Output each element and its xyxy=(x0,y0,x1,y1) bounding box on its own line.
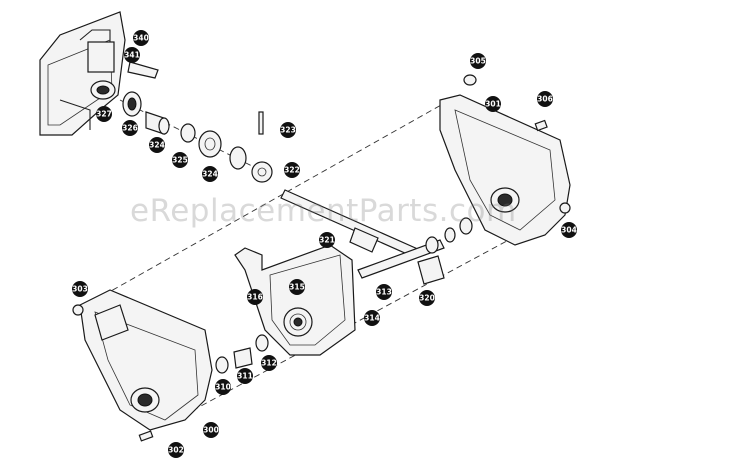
callout-315: 315 xyxy=(289,279,305,295)
callout-301: 301 xyxy=(485,96,501,112)
svg-text:315: 315 xyxy=(289,283,305,292)
callout-321: 321 xyxy=(319,232,335,248)
center-gear-plate xyxy=(234,244,356,356)
callout-300: 300 xyxy=(203,422,219,438)
svg-text:326: 326 xyxy=(122,124,138,133)
callout-325: 325 xyxy=(172,152,188,168)
callout-303: 303 xyxy=(72,281,88,297)
callout-322: 322 xyxy=(284,162,300,178)
callout-306: 306 xyxy=(537,91,553,107)
callout-324-b: 324 xyxy=(202,166,218,182)
lower-bearing-stack xyxy=(215,334,269,374)
svg-text:341: 341 xyxy=(124,51,140,60)
svg-text:311: 311 xyxy=(237,372,253,381)
svg-text:302: 302 xyxy=(168,446,184,455)
svg-text:324: 324 xyxy=(202,170,218,179)
upper-bearing-stack xyxy=(122,91,273,183)
svg-text:306: 306 xyxy=(537,95,553,104)
callout-340: 340 xyxy=(133,30,149,46)
svg-text:304: 304 xyxy=(561,226,577,235)
svg-text:316: 316 xyxy=(247,293,263,302)
svg-text:322: 322 xyxy=(284,166,300,175)
callout-323: 323 xyxy=(280,122,296,138)
svg-text:314: 314 xyxy=(364,314,380,323)
right-gear-housing xyxy=(439,74,571,246)
svg-text:320: 320 xyxy=(419,294,435,303)
svg-text:321: 321 xyxy=(319,236,335,245)
svg-text:305: 305 xyxy=(470,57,486,66)
callout-311: 311 xyxy=(237,368,253,384)
svg-text:324: 324 xyxy=(149,141,165,150)
upper-bracket-housing xyxy=(39,11,159,136)
svg-text:312: 312 xyxy=(261,359,277,368)
svg-text:300: 300 xyxy=(203,426,219,435)
callout-302: 302 xyxy=(168,442,184,458)
callout-326: 326 xyxy=(122,120,138,136)
callout-316: 316 xyxy=(247,289,263,305)
callout-310: 310 xyxy=(215,379,231,395)
callout-327: 327 xyxy=(96,106,112,122)
svg-text:310: 310 xyxy=(215,383,231,392)
callout-341: 341 xyxy=(124,47,140,63)
svg-text:303: 303 xyxy=(72,285,88,294)
svg-text:323: 323 xyxy=(280,126,296,135)
svg-text:340: 340 xyxy=(133,34,149,43)
callout-312: 312 xyxy=(261,355,277,371)
svg-text:313: 313 xyxy=(376,288,392,297)
callout-305: 305 xyxy=(470,53,486,69)
callout-304: 304 xyxy=(561,222,577,238)
callout-324-a: 324 xyxy=(149,137,165,153)
callout-320: 320 xyxy=(419,290,435,306)
callout-313: 313 xyxy=(376,284,392,300)
svg-text:327: 327 xyxy=(96,110,112,119)
left-gear-housing xyxy=(72,289,213,442)
svg-text:325: 325 xyxy=(172,156,188,165)
svg-text:301: 301 xyxy=(485,100,501,109)
shafts xyxy=(280,189,473,285)
callout-314: 314 xyxy=(364,310,380,326)
